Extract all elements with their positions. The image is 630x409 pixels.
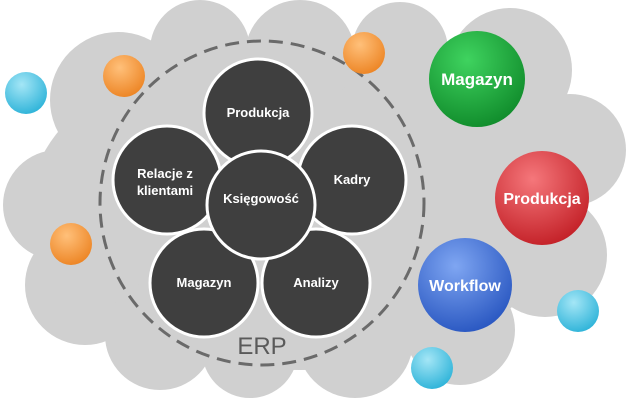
module-produkcja-label: Produkcja — [227, 105, 291, 120]
module-relacje-label-1: Relacje z — [137, 166, 193, 181]
external-produkcja — [495, 151, 589, 245]
module-analizy-label: Analizy — [293, 275, 339, 290]
module-magazyn-label: Magazyn — [177, 275, 232, 290]
erp-label: ERP — [237, 333, 286, 360]
external-workflow-label: Workflow — [429, 278, 501, 295]
erp-boundary-ring — [98, 39, 426, 367]
cyan-bubble — [557, 290, 599, 332]
external-magazyn — [429, 31, 525, 127]
module-analizy — [260, 227, 372, 339]
module-relacje-label-2: klientami — [137, 183, 193, 198]
decorative-bubbles — [5, 32, 599, 389]
erp-modules — [111, 57, 408, 339]
external-produkcja-label: Produkcja — [503, 191, 580, 208]
module-ksiegowosc-label: Księgowość — [223, 191, 299, 206]
module-magazyn — [148, 227, 260, 339]
external-magazyn-label: Magazyn — [441, 70, 513, 89]
module-ksiegowosc — [205, 149, 317, 261]
orange-bubble — [50, 223, 92, 265]
external-workflow — [418, 238, 512, 332]
orange-bubble — [343, 32, 385, 74]
cyan-bubble — [411, 347, 453, 389]
cyan-bubble — [5, 72, 47, 114]
orange-bubble — [103, 55, 145, 97]
module-kadry-label: Kadry — [334, 172, 372, 187]
